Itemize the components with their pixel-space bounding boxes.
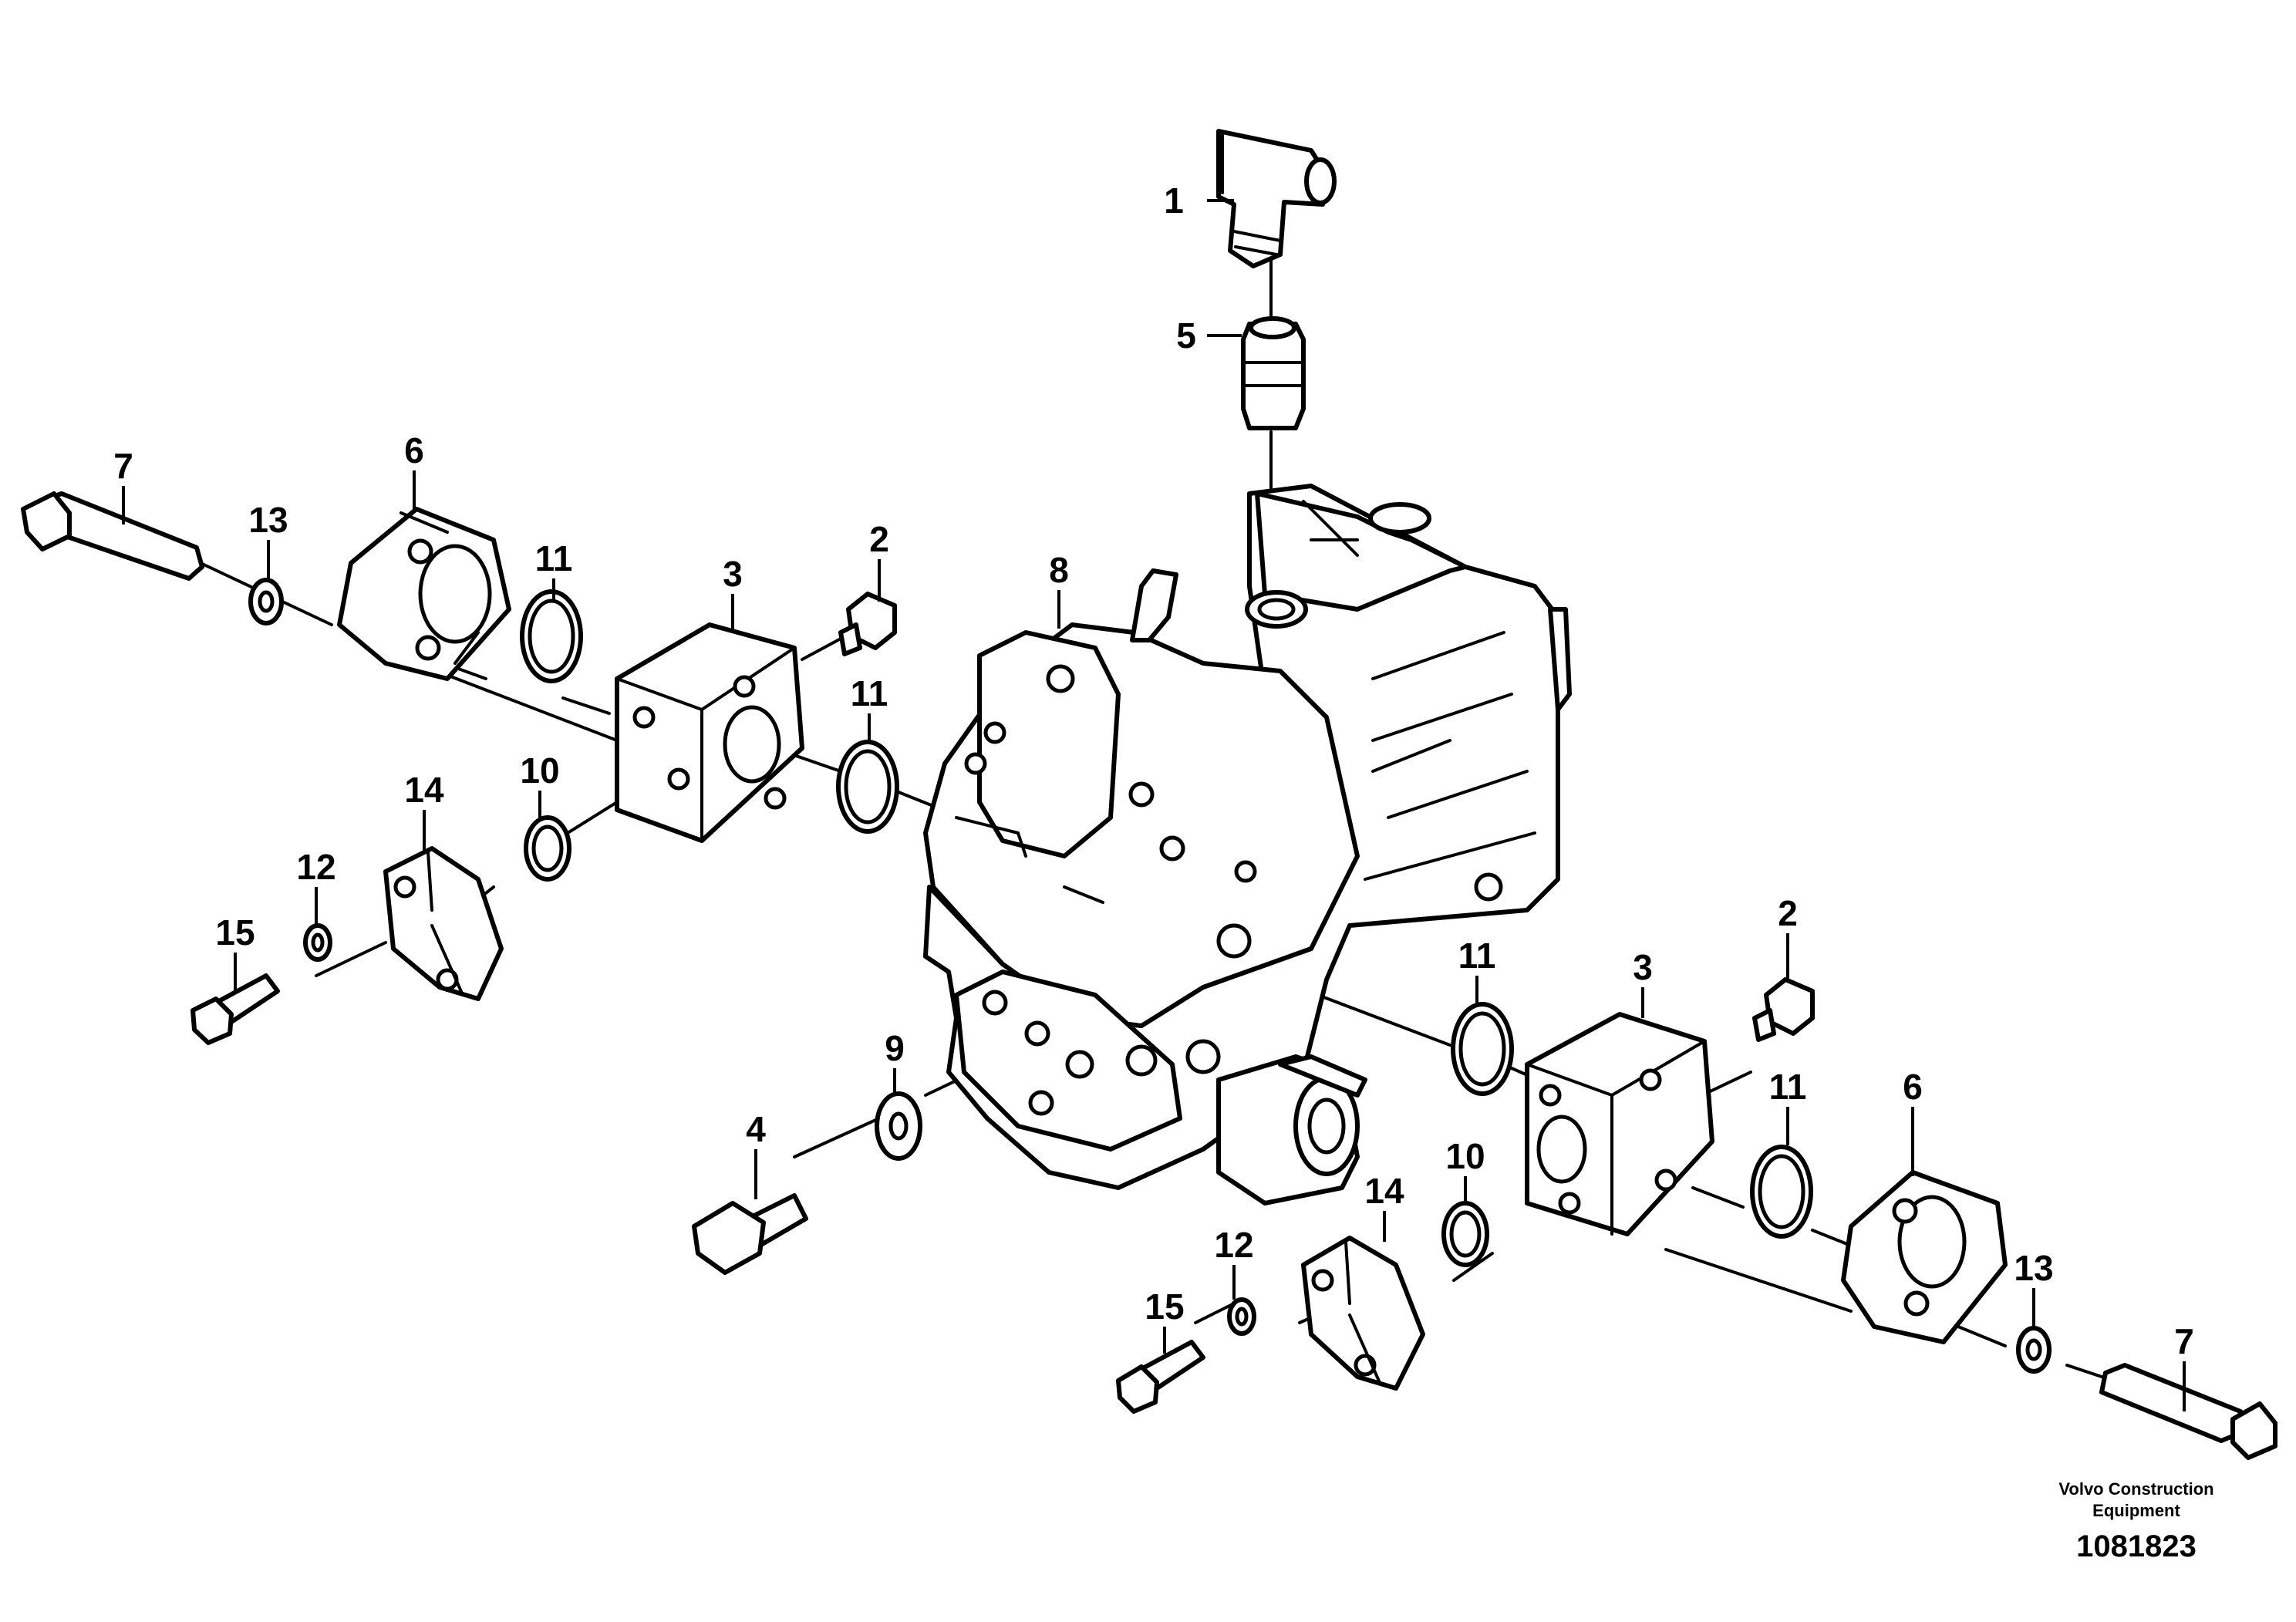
callout-8: 8 — [1049, 550, 1069, 590]
flange-left-top — [337, 507, 511, 681]
callout-11: 11 — [851, 673, 888, 713]
washer-large — [875, 1091, 922, 1161]
port-block-left — [615, 622, 804, 843]
credit-line-2: Equipment — [2092, 1501, 2180, 1520]
callout-labels: 1 5 7 6 13 11 3 2 8 11 14 10 12 15 2 3 1… — [113, 180, 2194, 1361]
plug-right — [1752, 977, 1815, 1042]
callout-2: 2 — [1778, 893, 1798, 933]
callout-13: 13 — [2014, 1248, 2053, 1288]
callout-12: 12 — [1214, 1225, 1253, 1265]
callout-10: 10 — [1445, 1136, 1485, 1176]
split-flange-right — [1301, 1236, 1425, 1391]
callout-12: 12 — [296, 847, 335, 887]
credit-block: Volvo Construction Equipment 1081823 — [2058, 1479, 2213, 1563]
drawing-number: 1081823 — [2076, 1529, 2197, 1563]
washer-left-top — [248, 578, 284, 626]
callout-15: 15 — [215, 912, 255, 953]
callout-11: 11 — [1458, 936, 1496, 976]
o-ring-small-right — [1441, 1201, 1489, 1267]
washer-small-left — [303, 923, 332, 962]
o-ring-left-mid — [836, 740, 899, 834]
split-flange-left — [383, 846, 504, 1001]
bolt-left-top — [21, 491, 204, 581]
callout-9: 9 — [885, 1028, 905, 1068]
callout-5: 5 — [1176, 315, 1196, 356]
o-ring-left-top — [520, 589, 583, 683]
port-block-right — [1525, 1012, 1714, 1236]
bolt-right — [2099, 1363, 2277, 1460]
callout-10: 10 — [520, 750, 559, 791]
callout-3: 3 — [723, 554, 743, 594]
callout-15: 15 — [1145, 1286, 1184, 1327]
callout-3: 3 — [1633, 947, 1653, 987]
hydraulic-pump-body — [923, 484, 1572, 1206]
callout-7: 7 — [2174, 1321, 2194, 1361]
plug-left — [838, 592, 897, 656]
callout-14: 14 — [1364, 1171, 1404, 1211]
washer-right — [2016, 1326, 2052, 1374]
flange-right — [1841, 1170, 2008, 1344]
callout-11: 11 — [535, 538, 573, 578]
callout-13: 13 — [248, 500, 288, 540]
callout-1: 1 — [1164, 180, 1184, 221]
bolt-small-right — [1116, 1340, 1205, 1414]
callout-leaders — [122, 199, 2186, 1411]
callout-7: 7 — [113, 446, 133, 486]
o-ring-small-left — [524, 815, 571, 882]
callout-14: 14 — [404, 770, 444, 810]
tee-fitting — [1216, 129, 1337, 268]
callout-2: 2 — [869, 519, 889, 559]
callout-6: 6 — [404, 430, 424, 470]
bolt-small-left — [190, 973, 280, 1045]
o-ring-right-mid — [1750, 1145, 1813, 1239]
callout-6: 6 — [1903, 1067, 1923, 1107]
callout-4: 4 — [746, 1109, 766, 1149]
bolt-main — [692, 1193, 808, 1275]
credit-line-1: Volvo Construction — [2058, 1479, 2213, 1499]
o-ring-right-top — [1451, 1002, 1514, 1096]
washer-small-right — [1227, 1297, 1256, 1336]
callout-11: 11 — [1769, 1067, 1807, 1107]
adapter-fitting — [1241, 316, 1306, 430]
